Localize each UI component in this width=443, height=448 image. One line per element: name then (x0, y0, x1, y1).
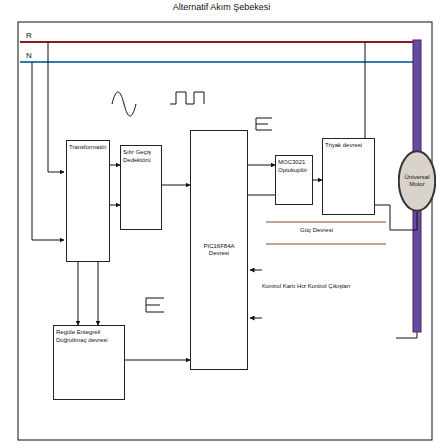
control-input-arrow (250, 270, 262, 271)
connector (248, 195, 275, 196)
node-text: MOC3021 Optokuplör (278, 159, 310, 174)
output-symbol (256, 118, 272, 130)
pulse-symbol (170, 92, 204, 104)
node-text: Üniversal Motor (400, 174, 434, 189)
r-phase-line (20, 41, 415, 43)
outer-frame (18, 22, 432, 440)
regulator-rectifier-box: Regüle Entegreli Doğrultmaç devresi (53, 325, 125, 400)
neutral-label: N (26, 51, 38, 61)
node-text: PIC16F84A Devresi (193, 243, 245, 258)
connector (162, 185, 190, 186)
connector (78, 262, 79, 325)
connector (125, 360, 190, 361)
n-neutral-line (20, 61, 415, 63)
microcontroller-box: PIC16F84A Devresi (190, 130, 248, 370)
optocoupler-box: MOC3021 Optokuplör (275, 155, 313, 205)
phase-label: R (26, 31, 38, 41)
transformer-input-wire (32, 62, 64, 240)
transformer-input-wire (48, 42, 64, 172)
node-text: Regüle Entegreli Doğrultmaç devresi (56, 329, 122, 344)
power-section-line (266, 222, 386, 223)
connector (248, 165, 275, 166)
section-label: Güç Devresi (300, 227, 370, 235)
power-section-line (266, 244, 386, 245)
node-text: Transformatör (69, 144, 107, 152)
motor-oval: Üniversal Motor (398, 150, 436, 212)
transformer-box: Transformatör (66, 140, 110, 262)
supply-symbol (146, 298, 164, 312)
control-input-arrow (250, 318, 262, 319)
connector (98, 262, 99, 325)
control-output-label: Kontrol Kartı Hız Kontrol Çıkışları (262, 283, 382, 291)
connector (313, 180, 322, 181)
triac-supply-wire (365, 42, 366, 138)
node-text: Triyak devresi (325, 142, 372, 150)
triac-box: Triyak devresi (322, 138, 375, 215)
node-text: Sıfır Geçiş Dedektörü (123, 149, 159, 164)
zero-cross-detector-box: Sıfır Geçiş Dedektörü (120, 145, 162, 230)
diagram-title: Alternatif Akım Şebekesi (0, 2, 443, 12)
connector (110, 205, 120, 206)
sine-wave-symbol (112, 92, 136, 116)
connector (110, 165, 120, 166)
